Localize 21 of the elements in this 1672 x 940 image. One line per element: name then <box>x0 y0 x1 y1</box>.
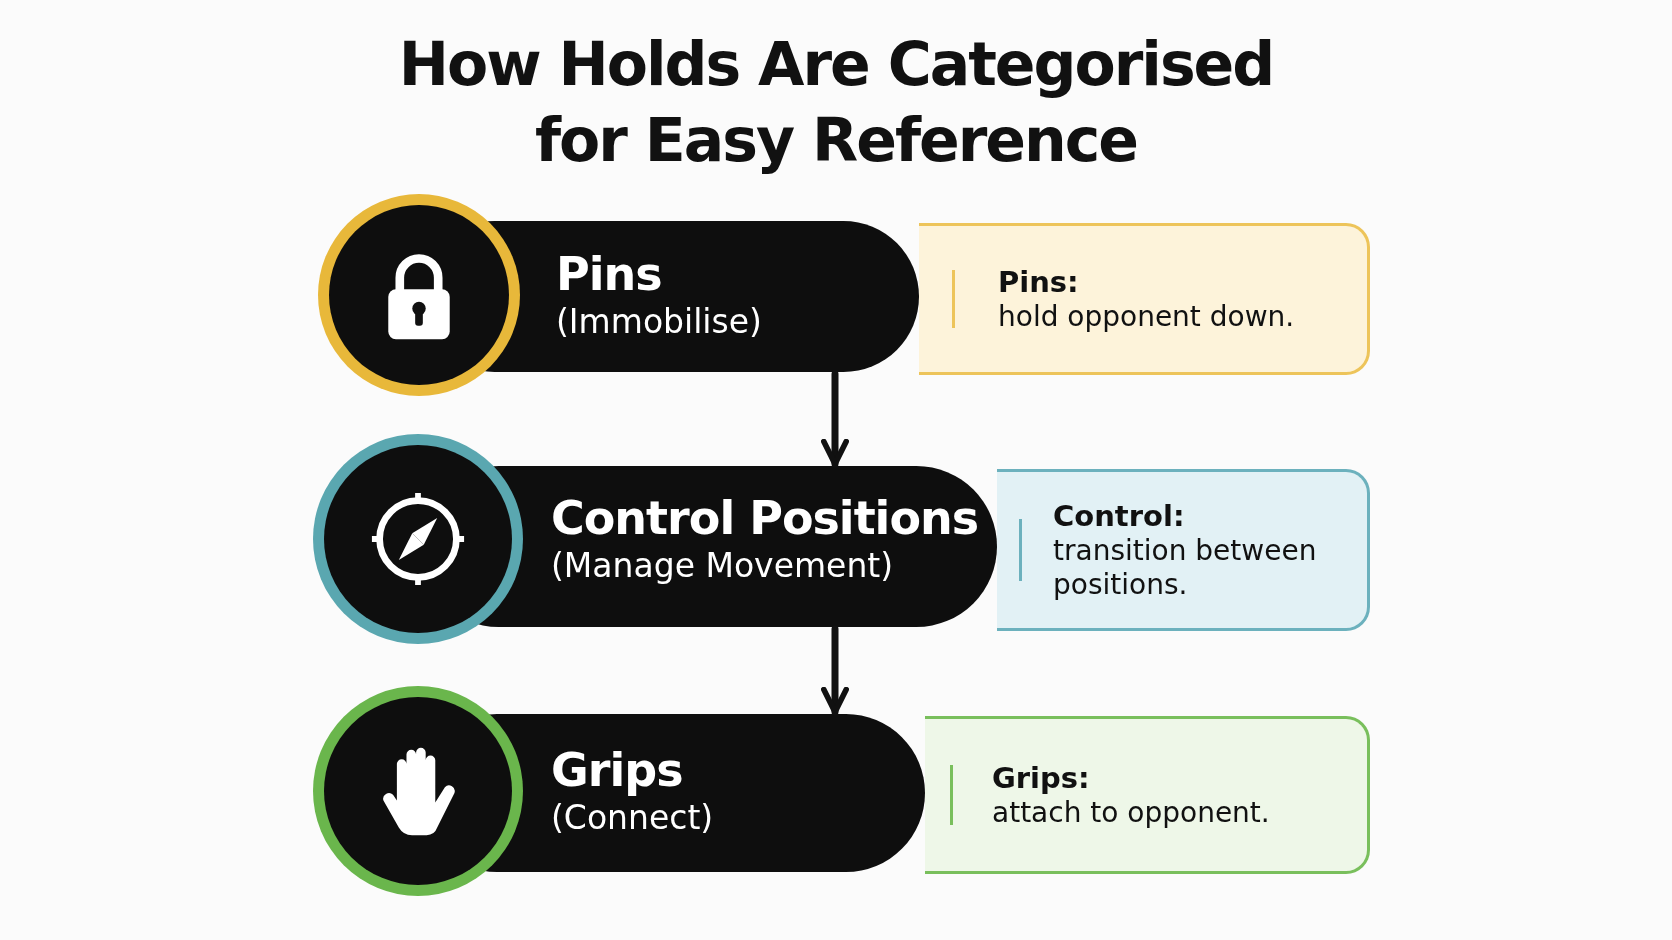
category-banner <box>312 685 925 897</box>
arrow <box>821 370 849 468</box>
card-description: transition between positions. <box>1053 534 1318 602</box>
category-subtitle: (Manage Movement) <box>551 545 895 587</box>
card-heading: Control: <box>1053 498 1186 534</box>
card-description: hold opponent down. <box>998 300 1296 334</box>
title: How Holds Are Categorised for Easy Reference <box>397 28 1275 177</box>
category-subtitle: (Immobilise) <box>556 301 762 343</box>
category-heading: Pins <box>556 247 663 301</box>
category-heading: Control Positions <box>551 491 979 545</box>
category-banner <box>312 433 997 645</box>
arrow <box>821 625 849 716</box>
description-card <box>919 223 1370 375</box>
description-card <box>925 716 1370 874</box>
card-heading: Grips: <box>992 760 1091 796</box>
card-description: attach to opponent. <box>992 796 1271 830</box>
category-heading: Grips <box>551 743 684 797</box>
card-heading: Pins: <box>998 264 1080 300</box>
description-card <box>997 469 1370 631</box>
category-subtitle: (Connect) <box>551 797 714 839</box>
category-banner <box>317 193 919 397</box>
